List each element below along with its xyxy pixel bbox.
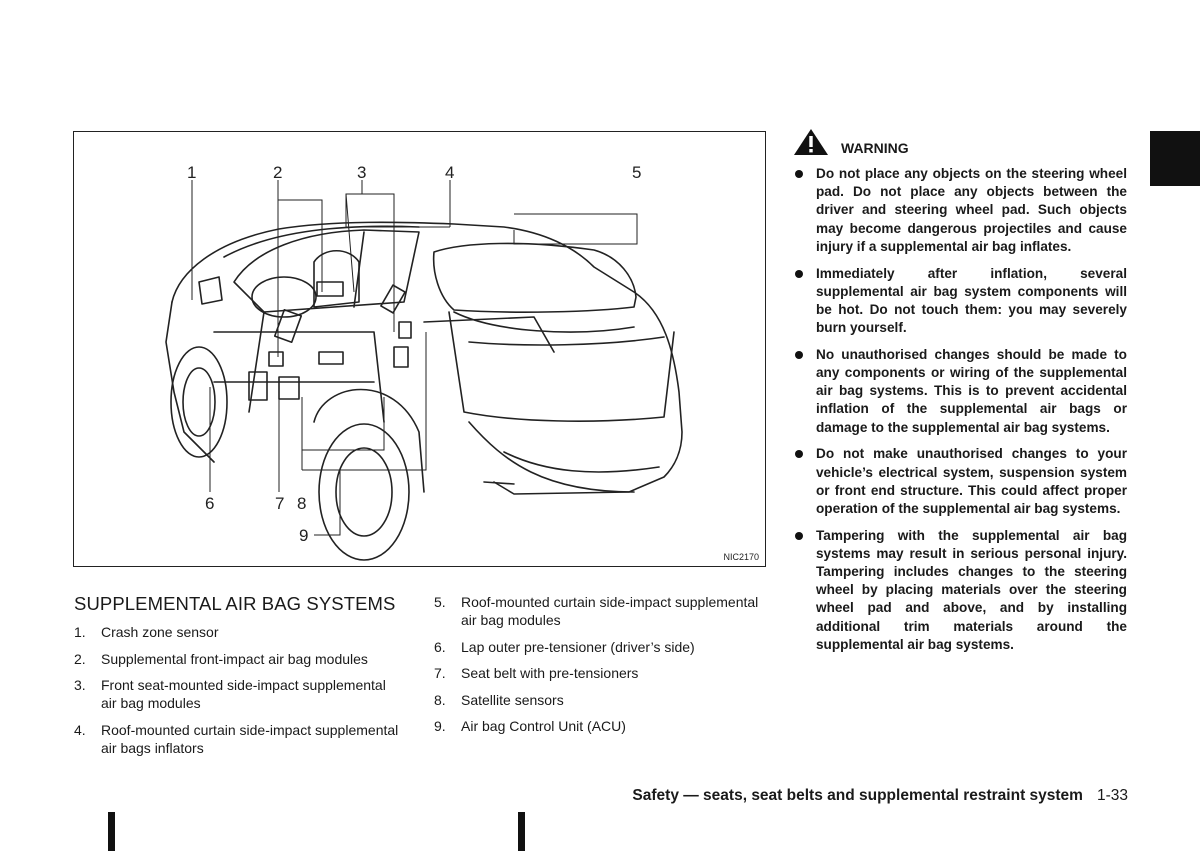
chapter-thumb-tab [1150,131,1200,186]
callout-9: 9 [299,526,308,545]
callout-3: 3 [357,163,366,182]
warning-item: Immediately after inflation, several sup… [794,265,1127,338]
warning-item: No unauthorised changes should be made t… [794,346,1127,437]
legend-item: 9.Air bag Control Unit (ACU) [434,718,626,734]
bullet [795,350,803,359]
footer-section-title: Safety — seats, seat belts and supplemen… [632,787,1083,804]
warning-triangle-icon [794,129,828,155]
callout-7: 7 [275,494,284,513]
legend-list-right: 5.Roof-mounted curtain side-impact suppl… [434,593,764,744]
warning-item: Tampering with the supplemental air bag … [794,527,1127,654]
legend-item: 2.Supplemental front-impact air bag modu… [74,650,368,667]
legend-item: 1.Crash zone sensor [74,624,219,640]
legend-item: 8.Satellite sensors [434,691,564,708]
car-illustration: 1 2 3 4 5 6 7 8 9 [165,163,683,561]
bullet [795,450,803,459]
section-title: SUPPLEMENTAL AIR BAG SYSTEMS [74,593,396,614]
callout-2: 2 [273,163,282,182]
bullet [795,170,803,178]
callout-5: 5 [632,163,641,182]
page-footer: Safety — seats, seat belts and supplemen… [632,787,1128,805]
crop-mark-left [108,812,115,851]
page-number: 1-33 [1096,787,1128,804]
legend-item: 3.Front seat-mounted side-impact supplem… [74,677,386,711]
figure-code: NIC2170 [723,552,759,562]
warning-title: WARNING [841,140,909,156]
warning-item: Do not place any objects on the steering… [794,165,1127,256]
callout-4: 4 [445,163,454,182]
callout-8: 8 [297,494,306,513]
callout-6: 6 [205,494,214,513]
legend-item: 6.Lap outer pre-tensioner (driver’s side… [434,638,695,655]
legend-item: 5.Roof-mounted curtain side-impact suppl… [434,594,759,628]
crop-mark-right [518,812,525,851]
bullet [795,531,803,540]
legend-item: 4.Roof-mounted curtain side-impact suppl… [74,721,399,756]
legend-list-left: 1.Crash zone sensor 2.Supplemental front… [74,623,404,765]
warning-item: Do not make unauthorised changes to your… [794,445,1127,518]
legend-item: 7.Seat belt with pre-tensioners [434,665,639,681]
bullet [795,269,803,278]
callout-1: 1 [187,163,196,182]
warning-list: Do not place any objects on the steering… [794,165,1127,663]
airbag-location-figure: 1 2 3 4 5 6 7 8 9 NIC2170 [73,131,766,567]
